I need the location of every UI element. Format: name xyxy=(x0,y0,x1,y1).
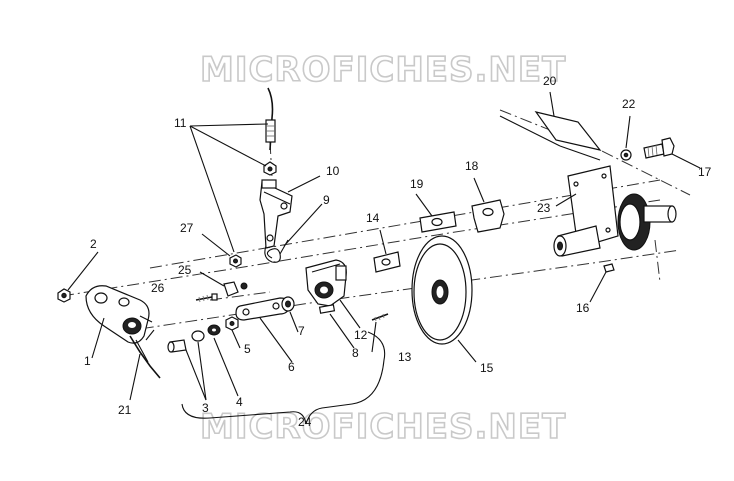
cable-end-part-21 xyxy=(129,335,161,379)
callout-4: 4 xyxy=(236,395,243,409)
nut-part-5 xyxy=(225,316,239,331)
brake-disc-part-15 xyxy=(411,235,473,345)
callout-12: 12 xyxy=(354,328,368,342)
nut-part-2 xyxy=(57,288,71,303)
callout-2: 2 xyxy=(90,237,97,251)
callout-3: 3 xyxy=(202,401,209,415)
screw-part-26 xyxy=(195,293,218,303)
nut-part-27 xyxy=(229,254,242,268)
callout-6: 6 xyxy=(288,360,295,374)
decal-part-20 xyxy=(499,111,602,161)
callout-5: 5 xyxy=(244,342,251,356)
callout-22: 22 xyxy=(622,97,636,111)
mount-plate-part-23 xyxy=(567,165,619,249)
callout-9: 9 xyxy=(323,193,330,207)
callout-18: 18 xyxy=(465,159,479,173)
callout-13: 13 xyxy=(398,350,412,364)
watermark-bottom: MICROFICHES.NET xyxy=(199,406,567,448)
callout-16: 16 xyxy=(576,301,590,315)
callout-8: 8 xyxy=(352,346,359,360)
callout-26: 26 xyxy=(151,281,165,295)
callout-10: 10 xyxy=(326,164,340,178)
bearing-half-part-18 xyxy=(471,199,505,233)
callout-19: 19 xyxy=(410,177,424,191)
cable-part-11 xyxy=(261,87,277,189)
clamp-part-25 xyxy=(223,281,248,297)
pin-part-16 xyxy=(603,263,615,273)
callout-17: 17 xyxy=(698,165,712,179)
callout-23: 23 xyxy=(537,201,551,215)
actuator-part-12 xyxy=(305,259,347,307)
callout-21: 21 xyxy=(118,403,132,417)
group-bracket-24 xyxy=(181,331,386,425)
drive-pulley xyxy=(553,193,677,257)
bearing-half-part-19 xyxy=(419,211,457,233)
bearing-block-part-14 xyxy=(373,251,401,273)
callout-20: 20 xyxy=(543,74,557,88)
leader-lines xyxy=(67,91,701,401)
bushing-part-7 xyxy=(281,296,295,312)
key-part-8 xyxy=(318,304,336,314)
callout-11: 11 xyxy=(174,116,187,130)
washer-part-4 xyxy=(207,324,221,336)
washer-part-22 xyxy=(620,149,632,161)
lever-bracket-part-1 xyxy=(85,285,155,344)
callout-14: 14 xyxy=(366,211,380,225)
spring-pin-part-13 xyxy=(371,313,389,322)
callout-25: 25 xyxy=(178,263,192,277)
bolt-part-17 xyxy=(643,137,675,159)
callout-27: 27 xyxy=(180,221,194,235)
callout-24: 24 xyxy=(298,415,312,429)
callout-7: 7 xyxy=(298,324,305,338)
mount-bracket-part-10 xyxy=(259,181,293,249)
callout-15: 15 xyxy=(480,361,494,375)
watermark-top: MICROFICHES.NET xyxy=(199,49,567,91)
callout-1: 1 xyxy=(84,354,91,368)
